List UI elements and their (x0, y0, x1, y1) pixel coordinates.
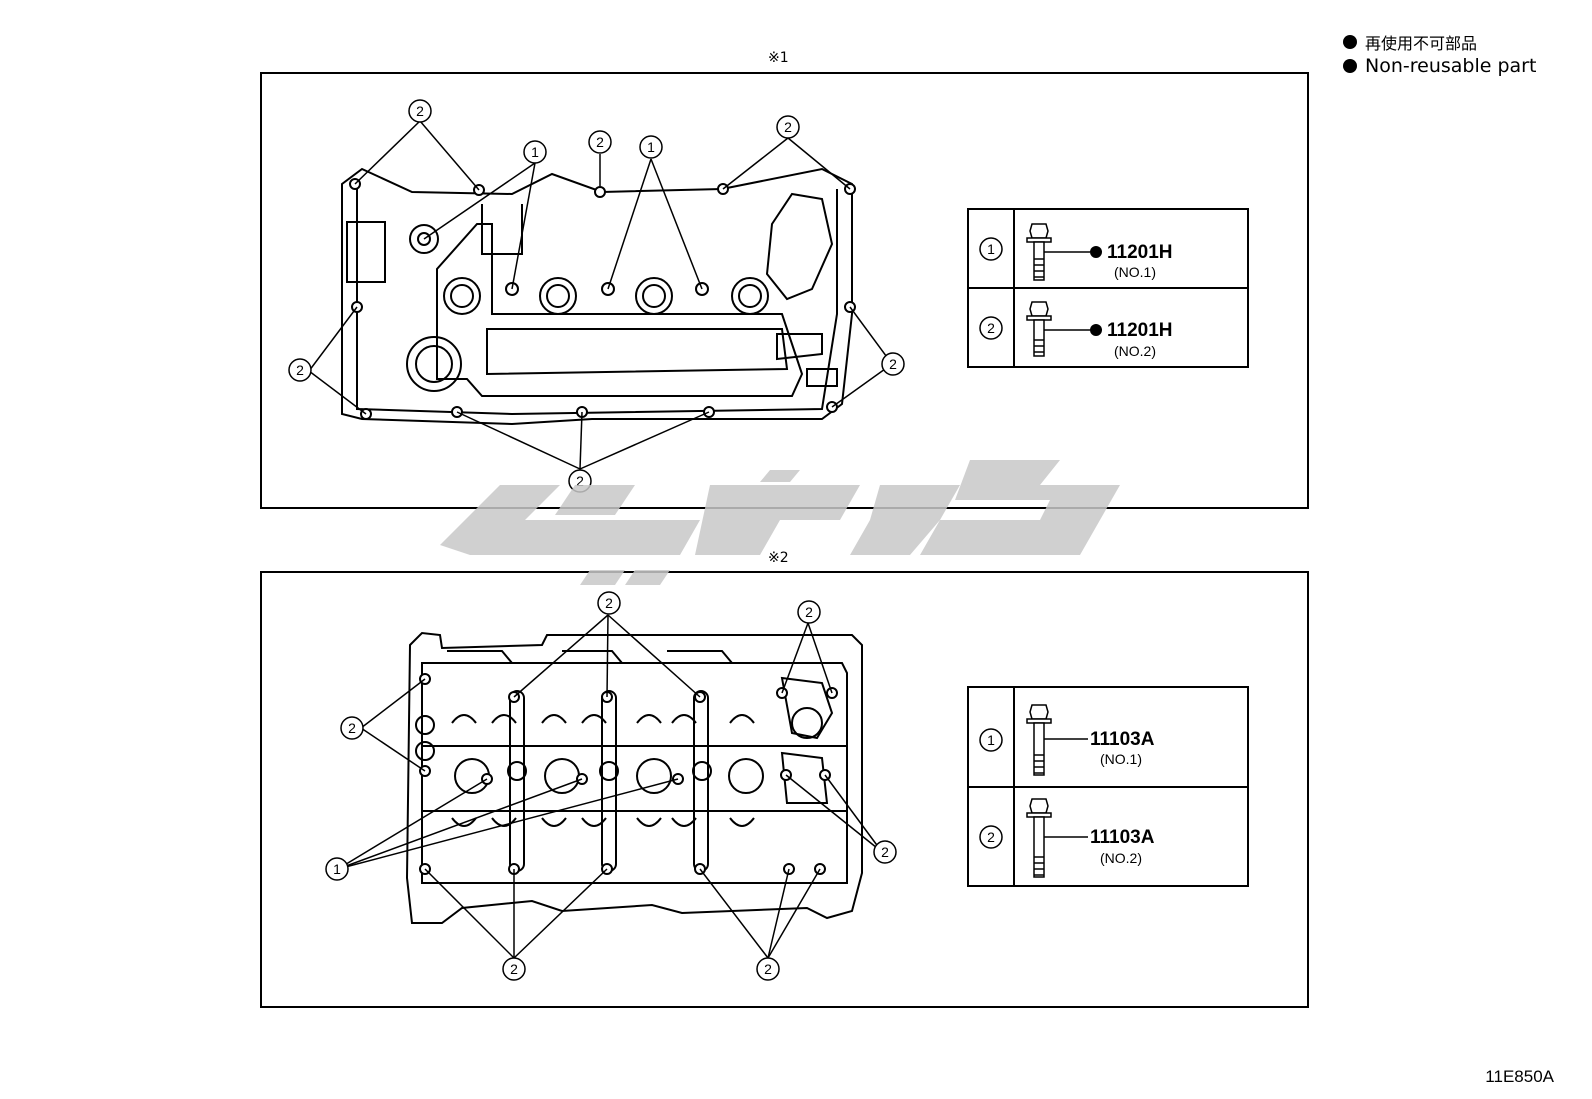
callout-2: 2 (805, 604, 813, 620)
callout-2: 2 (889, 356, 897, 372)
parts-table-2: 1 2 11103A (NO.1) 11103A (NO.2) (967, 686, 1249, 887)
part-sub-label: (NO.2) (1114, 343, 1156, 359)
filled-circle-icon (1343, 35, 1357, 49)
part-number: 11201H (1107, 320, 1173, 341)
row-callout: 2 (987, 320, 995, 336)
bolt-icon (1026, 301, 1052, 357)
part-number: 11103A (1090, 827, 1155, 848)
row-callout: 1 (987, 241, 995, 257)
part-sub-label: (NO.1) (1100, 751, 1142, 767)
callout-2: 2 (764, 961, 772, 977)
callout-2: 2 (784, 119, 792, 135)
callout-1: 1 (647, 139, 655, 155)
part-sub-label: (NO.2) (1100, 850, 1142, 866)
legend-label-jp: 再使用不可部品 (1365, 34, 1478, 53)
cylinder-head-diagram: 2 2 2 1 2 2 2 1 2 (325, 591, 1249, 981)
panel-2: 2 2 2 1 2 2 2 1 2 (260, 571, 1309, 1008)
watermark-logo (440, 460, 1120, 585)
callout-2: 2 (296, 362, 304, 378)
legend-row-jp: 再使用不可部品 (1343, 30, 1536, 54)
row-callout: 1 (987, 732, 995, 748)
non-reusable-dot-icon (1090, 246, 1102, 258)
callout-2: 2 (348, 720, 356, 736)
legend: 再使用不可部品 Non-reusable part (1343, 30, 1536, 78)
callout-2: 2 (881, 844, 889, 860)
part-number: 11201H (1107, 242, 1173, 263)
row-callout: 2 (987, 829, 995, 845)
figure-code: 11E850A (1485, 1067, 1554, 1086)
callout-2: 2 (510, 961, 518, 977)
cylinder-head-cover-diagram: 2 2 2 1 1 2 2 2 1 2 (288, 99, 1249, 493)
callout-1: 1 (531, 144, 539, 160)
part-number: 11103A (1090, 729, 1155, 750)
callout-2: 2 (416, 103, 424, 119)
parts-table-1: 1 2 11201H (NO.1) 11201H (NO.2) (967, 208, 1249, 368)
bolt-icon (1026, 704, 1052, 776)
non-reusable-dot-icon (1090, 324, 1102, 336)
legend-row-en: Non-reusable part (1343, 54, 1536, 78)
panel-1-mark: ※1 (768, 50, 789, 66)
callout-2: 2 (576, 473, 584, 489)
part-sub-label: (NO.1) (1114, 264, 1156, 280)
callout-1: 1 (333, 861, 341, 877)
filled-circle-icon (1343, 59, 1357, 73)
panel-2-mark: ※2 (768, 550, 789, 566)
bolt-icon (1026, 798, 1052, 878)
callout-2: 2 (596, 134, 604, 150)
callout-2: 2 (605, 595, 613, 611)
bolt-icon (1026, 223, 1052, 281)
legend-label-en: Non-reusable part (1365, 55, 1537, 77)
panel-1: 2 2 2 1 1 2 2 2 1 2 (260, 72, 1309, 509)
